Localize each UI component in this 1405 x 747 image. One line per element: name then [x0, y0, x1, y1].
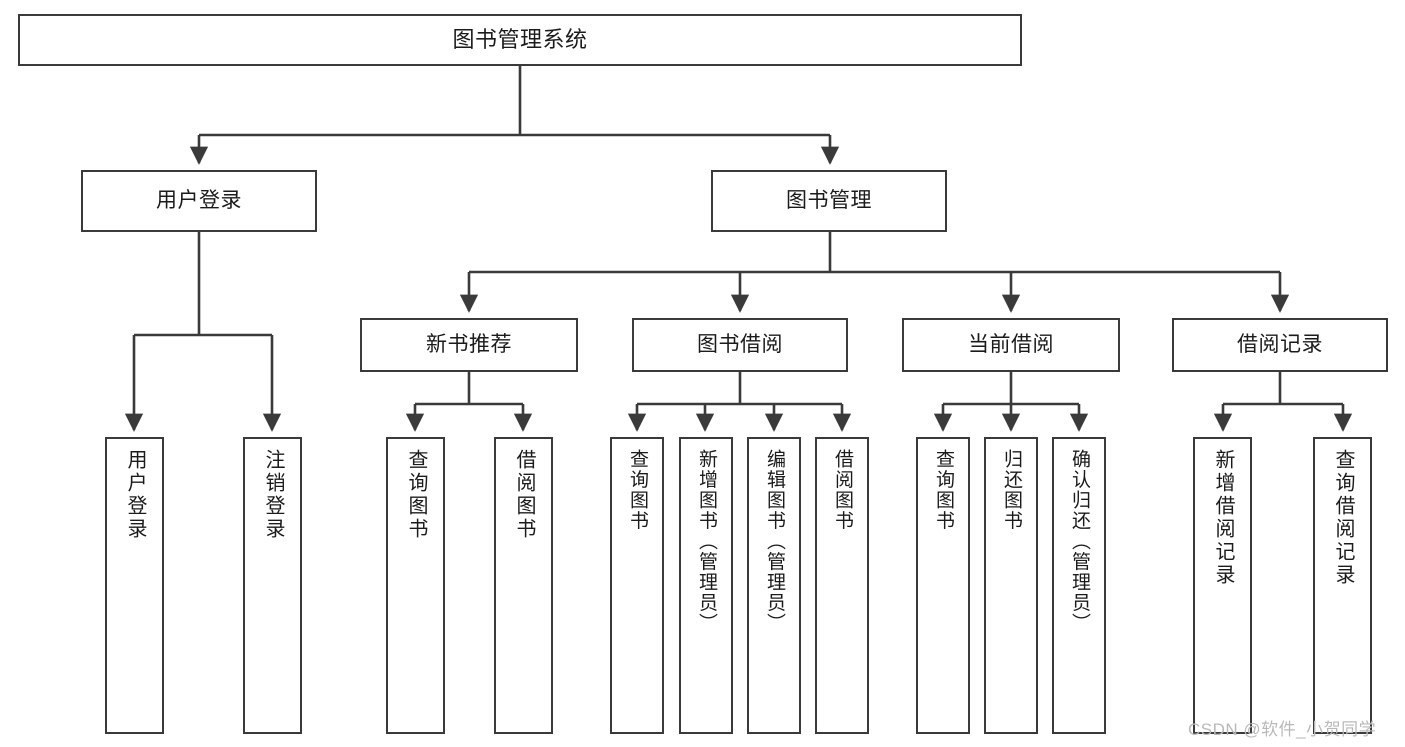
node-label: 用户登录: [124, 449, 146, 541]
node-user-login[interactable]: 用户登录: [81, 170, 317, 232]
node-label: 新增图书（管理员）: [695, 449, 717, 634]
leaf-add-borrow-record[interactable]: 新增借阅记录: [1193, 437, 1252, 734]
node-label: 确认归还（管理员）: [1068, 449, 1090, 634]
node-label: 编辑图书（管理员）: [763, 449, 785, 634]
csdn-watermark: CSDN @软件_小贺同学: [1188, 720, 1377, 739]
leaf-logout[interactable]: 注销登录: [243, 437, 302, 734]
leaf-query-book-borrow[interactable]: 查询图书: [610, 437, 664, 734]
node-new-book-recommend[interactable]: 新书推荐: [360, 318, 578, 372]
node-label: 图书借阅: [697, 332, 783, 356]
node-label: 图书管理: [786, 188, 872, 212]
leaf-borrow-book[interactable]: 借阅图书: [815, 437, 869, 734]
leaf-edit-book-admin[interactable]: 编辑图书（管理员）: [747, 437, 801, 734]
node-book-management[interactable]: 图书管理: [711, 170, 947, 232]
leaf-user-login[interactable]: 用户登录: [105, 437, 164, 734]
leaf-confirm-return-admin[interactable]: 确认归还（管理员）: [1052, 437, 1106, 734]
node-root-library-management-system[interactable]: 图书管理系统: [18, 14, 1022, 66]
node-label: 新书推荐: [426, 332, 512, 356]
node-label: 查询图书: [626, 449, 648, 531]
leaf-query-borrow-record[interactable]: 查询借阅记录: [1313, 437, 1372, 734]
node-label: 查询图书: [405, 449, 427, 541]
node-label: 查询借阅记录: [1332, 449, 1354, 587]
node-current-borrow[interactable]: 当前借阅: [902, 318, 1120, 372]
node-label: 借阅图书: [513, 449, 535, 541]
node-label: 图书管理系统: [452, 27, 588, 53]
node-label: 查询图书: [932, 449, 954, 531]
node-label: 新增借阅记录: [1212, 449, 1234, 587]
connector-lines: [124, 66, 1353, 432]
node-borrow-record[interactable]: 借阅记录: [1172, 318, 1388, 372]
leaf-borrow-book-recommend[interactable]: 借阅图书: [494, 437, 553, 734]
node-book-borrow[interactable]: 图书借阅: [632, 318, 848, 372]
node-label: 注销登录: [262, 449, 284, 541]
node-label: 借阅图书: [831, 449, 853, 531]
node-label: 当前借阅: [968, 332, 1054, 356]
node-label: 借阅记录: [1237, 332, 1323, 356]
leaf-return-book[interactable]: 归还图书: [984, 437, 1038, 734]
node-label: 归还图书: [1000, 449, 1022, 531]
leaf-query-book-current[interactable]: 查询图书: [916, 437, 970, 734]
leaf-query-book-recommend[interactable]: 查询图书: [386, 437, 445, 734]
node-label: 用户登录: [156, 188, 242, 212]
leaf-add-book-admin[interactable]: 新增图书（管理员）: [679, 437, 733, 734]
